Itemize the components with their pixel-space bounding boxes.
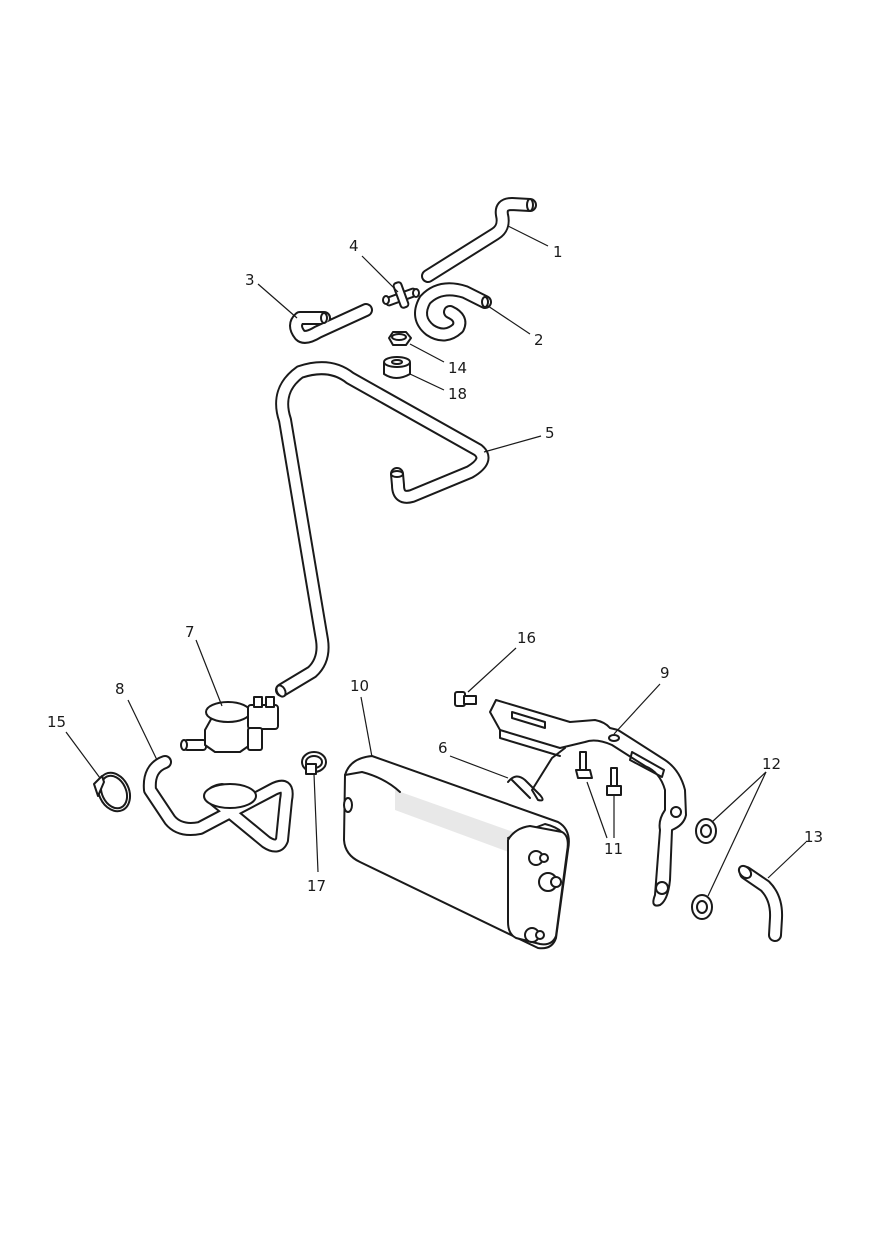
callout-18: 18 <box>448 385 467 403</box>
callout-11: 11 <box>604 840 623 858</box>
leader-lines <box>65 225 807 897</box>
callout-12: 12 <box>762 755 781 773</box>
part-4-t-connector <box>382 281 420 309</box>
callout-4: 4 <box>349 237 359 255</box>
callout-10: 10 <box>350 677 369 695</box>
part-1-hose <box>421 197 537 283</box>
part-7-purge-valve <box>180 696 279 753</box>
callout-5: 5 <box>545 424 555 442</box>
part-10-charcoal-canister <box>343 755 570 950</box>
callout-15: 15 <box>47 713 66 731</box>
part-14-nut <box>388 331 412 346</box>
callout-14: 14 <box>448 359 467 377</box>
part-5-hose <box>275 361 490 698</box>
callout-8: 8 <box>115 680 125 698</box>
callout-16: 16 <box>517 629 536 647</box>
part-13-hose <box>737 864 784 942</box>
callout-3: 3 <box>245 271 255 289</box>
part-3-hose <box>289 303 373 344</box>
callout-13: 13 <box>804 828 823 846</box>
part-17-hose-clamp <box>301 751 327 775</box>
part-6-wire-clip <box>507 747 566 802</box>
part-8-hose <box>142 755 294 853</box>
part-12-grommets <box>691 818 717 920</box>
part-16-bolt <box>454 691 477 707</box>
callout-6: 6 <box>438 739 448 757</box>
callout-7: 7 <box>185 623 195 641</box>
part-11-bolts <box>575 751 622 796</box>
callout-1: 1 <box>553 243 563 261</box>
callout-17: 17 <box>307 877 326 895</box>
callout-9: 9 <box>660 664 670 682</box>
part-9-mounting-bracket <box>489 699 687 907</box>
part-15-hose-clamp <box>93 771 132 813</box>
part-18-spacer <box>383 356 411 379</box>
callout-2: 2 <box>534 331 544 349</box>
part-2-hose <box>414 282 492 342</box>
